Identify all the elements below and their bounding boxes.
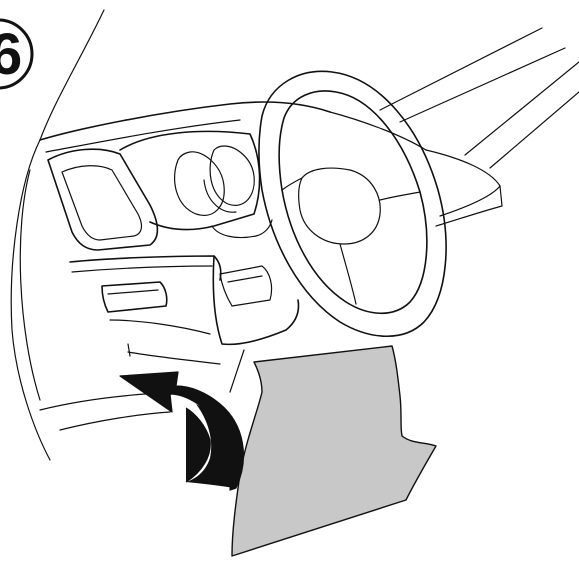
wheel-spoke-left (281, 177, 303, 191)
steering-wheel (258, 70, 447, 338)
cluster-lower (211, 219, 273, 239)
knee-bolster-line (127, 351, 221, 365)
right-dash-edge (435, 185, 503, 227)
left-air-vent (47, 148, 159, 251)
knee-bolster-edge (127, 343, 131, 357)
dash-top-inner (45, 119, 241, 153)
instrument-cluster (119, 130, 273, 239)
cluster-hood (119, 130, 261, 231)
gauge-right (209, 145, 255, 206)
dash-lower-line (71, 265, 213, 273)
step-number: 6 (0, 22, 22, 87)
column-lower-line (229, 349, 245, 393)
wheel-hub (298, 167, 381, 245)
windshield-line-2 (399, 47, 566, 123)
vent-outer (47, 148, 159, 251)
switch-panel (101, 281, 168, 313)
vent-inner (61, 165, 143, 241)
gauge-center (203, 179, 237, 213)
wheel-inner-rim (278, 90, 428, 314)
step-badge-circle (0, 18, 34, 90)
door-inner (19, 169, 41, 401)
wheel-outer-rim (258, 70, 447, 338)
gauge-left (174, 151, 225, 216)
panel-shape (231, 345, 437, 557)
wheel-spoke-right (379, 191, 421, 201)
windshield-line-3 (464, 61, 579, 156)
column-shroud (212, 255, 300, 346)
windshield-frame (39, 9, 579, 169)
center-dash (39, 255, 222, 431)
curved-arrow-icon (119, 371, 244, 491)
floor-line-2 (59, 411, 171, 431)
ignition-block (219, 265, 273, 307)
dash-center-top (329, 111, 427, 151)
windshield-line-4 (489, 91, 579, 169)
a-pillar-line (39, 9, 105, 141)
right-dash-top (425, 149, 501, 217)
steering-column (212, 255, 300, 393)
arrow-tail (186, 404, 238, 488)
windshield-line-1 (379, 27, 543, 111)
dash-lower-edge (69, 255, 222, 281)
ignition-inner (227, 275, 263, 283)
step-badge: 6 (0, 18, 34, 90)
wheel-spoke-bottom (339, 243, 357, 305)
door-panel (10, 139, 51, 461)
dash-top-edge (39, 101, 331, 141)
right-dash (329, 111, 503, 227)
removed-lower-panel (231, 345, 437, 557)
dashboard-top (39, 101, 331, 153)
door-edge (10, 139, 51, 461)
lower-trim (109, 319, 211, 335)
switch-panel-inner (107, 289, 159, 295)
